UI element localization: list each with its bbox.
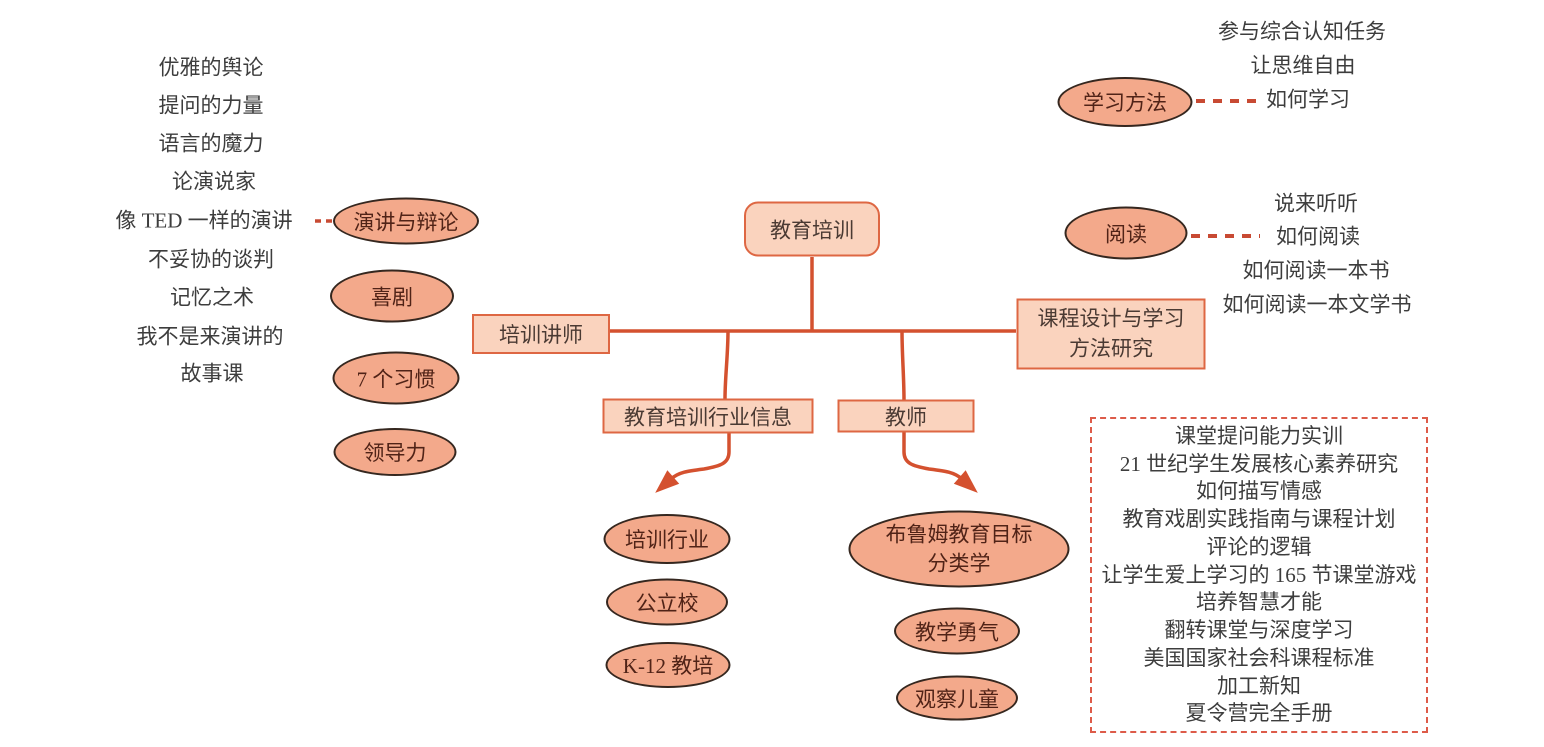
- teaching-courage-ellipse: 教学勇气: [894, 607, 1020, 655]
- book-title: 参与综合认知任务: [1218, 19, 1386, 44]
- reading-ellipse: 阅读: [1064, 206, 1188, 260]
- industry-arrow: [655, 433, 731, 493]
- book-title: 提问的力量: [158, 93, 264, 118]
- comedy-ellipse: 喜剧: [330, 269, 454, 323]
- book-title: 加工新知: [1217, 673, 1301, 698]
- book-title: 如何学习: [1266, 87, 1350, 112]
- book-title: 故事课: [180, 361, 244, 386]
- book-title: 不妥协的谈判: [148, 247, 274, 272]
- teacher-branch-line: [900, 330, 906, 401]
- book-title: 语言的魔力: [158, 131, 264, 156]
- learning-method-ellipse: 学习方法: [1057, 77, 1193, 127]
- book-title: 夏令营完全手册: [1185, 701, 1333, 726]
- trainer-node: 培训讲师: [472, 314, 610, 354]
- book-title: 让思维自由: [1250, 53, 1356, 78]
- public-school-ellipse: 公立校: [606, 578, 728, 626]
- k12-ellipse: K-12 教培: [605, 642, 731, 688]
- teacher-node: 教师: [837, 399, 975, 433]
- book-title: 如何阅读一本文学书: [1222, 292, 1412, 317]
- book-title: 优雅的舆论: [158, 55, 264, 80]
- bloom-line1: 布鲁姆教育目标: [885, 522, 1033, 547]
- book-title: 如何描写情感: [1196, 479, 1322, 504]
- book-title: 如何阅读一本书: [1242, 258, 1390, 283]
- book-title: 美国国家社会科课程标准: [1143, 645, 1375, 670]
- book-title: 我不是来演讲的: [136, 324, 284, 349]
- seven-habits-ellipse: 7 个习惯: [332, 351, 460, 405]
- book-title: 课堂提问能力实训: [1175, 423, 1343, 448]
- book-title: 21 世纪学生发展核心素养研究: [1119, 451, 1399, 476]
- observing-children-ellipse: 观察儿童: [896, 675, 1018, 721]
- industry-branch-line: [723, 330, 730, 400]
- teacher-arrow: [902, 432, 978, 493]
- root-node-education-training: 教育培训: [744, 201, 880, 257]
- book-title: 翻转课堂与深度学习: [1164, 618, 1354, 642]
- book-title: 培养智慧才能: [1196, 590, 1322, 615]
- book-title: 如何阅读: [1276, 224, 1360, 249]
- training-industry-ellipse: 培训行业: [603, 514, 731, 564]
- book-title: 说来听听: [1274, 191, 1358, 216]
- curriculum-design-line1: 课程设计与学习: [1037, 306, 1185, 331]
- book-title: 论演说家: [172, 169, 256, 194]
- bloom-line2: 分类学: [927, 551, 991, 575]
- book-title: 记忆之术: [170, 285, 254, 310]
- book-title: 教育戏剧实践指南与课程计划: [1122, 507, 1396, 531]
- book-title: 评论的逻辑: [1206, 534, 1312, 559]
- book-title: 让学生爱上学习的 165 节课堂游戏: [1101, 562, 1417, 587]
- curriculum-design-node: 课程设计与学习 方法研究: [1016, 298, 1206, 370]
- book-title: 像 TED 一样的演讲: [115, 208, 293, 233]
- bloom-taxonomy-ellipse: 布鲁姆教育目标 分类学: [848, 510, 1070, 588]
- curriculum-design-line2: 方法研究: [1069, 336, 1153, 360]
- speech-debate-ellipse: 演讲与辩论: [333, 197, 479, 245]
- curriculum-books-panel: 课堂提问能力实训 21 世纪学生发展核心素养研究 如何描写情感 教育戏剧实践指南…: [1090, 417, 1428, 733]
- industry-info-node: 教育培训行业信息: [602, 398, 814, 434]
- leadership-ellipse: 领导力: [333, 428, 457, 476]
